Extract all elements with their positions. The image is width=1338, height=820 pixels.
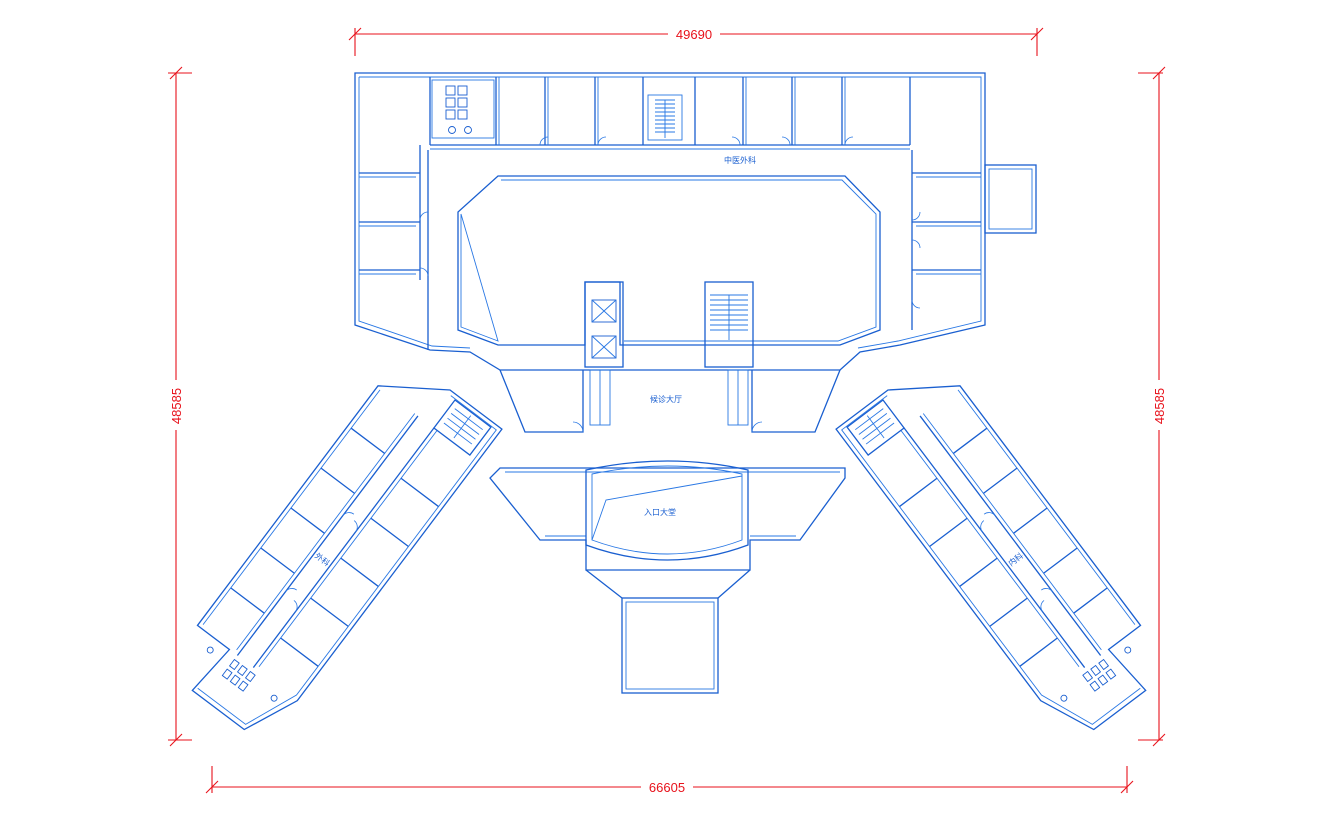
dimension-bottom-text: 66605	[649, 780, 685, 795]
dimension-right-text: 48585	[1152, 388, 1167, 424]
dimension-right: 48585	[1138, 66, 1169, 747]
left-wing-label: 外科	[313, 551, 332, 569]
right-wing: 内科	[835, 385, 1147, 731]
dimension-top: 49690	[348, 25, 1044, 56]
center-hall-label: 候诊大厅	[650, 394, 682, 404]
entrance-block: 入口大堂	[489, 460, 846, 694]
dimension-bottom: 66605	[205, 766, 1134, 795]
top-wing-label: 中医外科	[724, 155, 756, 165]
dimension-top-text: 49690	[676, 27, 712, 42]
entrance-label: 入口大堂	[644, 507, 676, 517]
top-wing: 中医外科 候诊大厅	[354, 72, 1037, 433]
left-wing: 外科	[191, 385, 503, 731]
dimension-left-text: 48585	[169, 388, 184, 424]
dimension-left: 48585	[166, 66, 192, 747]
right-wing-label: 内科	[1006, 551, 1025, 569]
